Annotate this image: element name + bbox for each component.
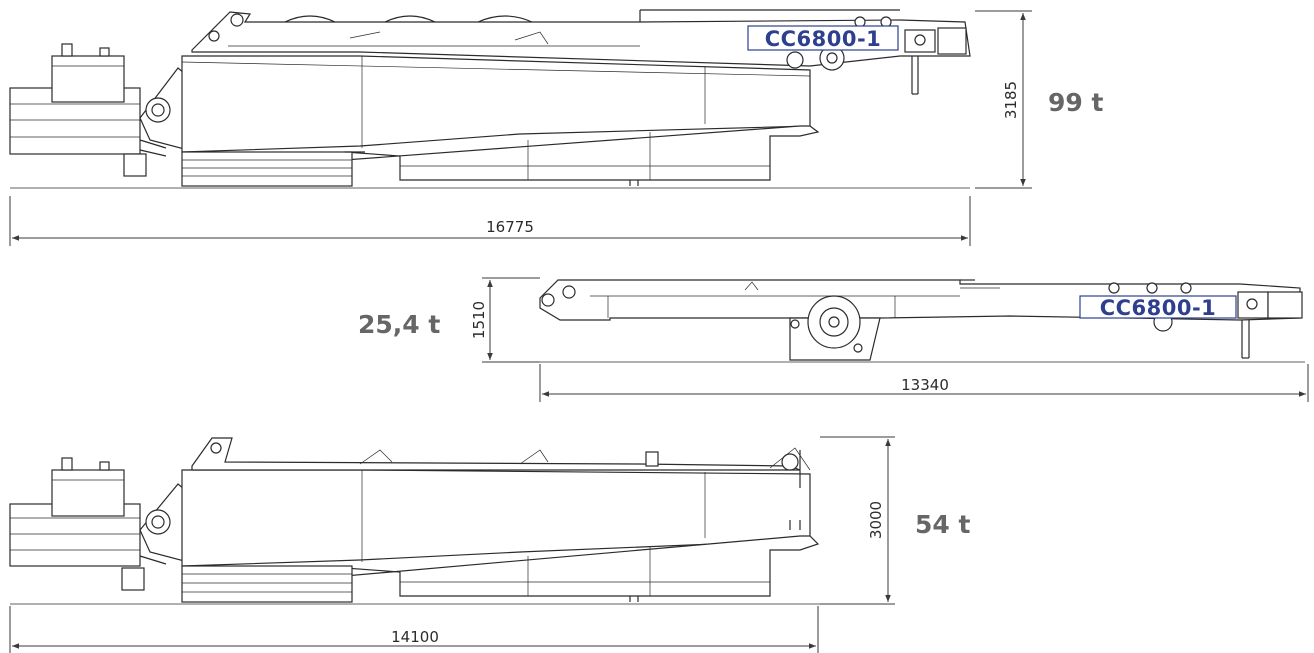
bottom-crawler-sill: [181, 565, 353, 603]
middle-length-dimension: 13340: [539, 364, 1309, 402]
bottom-weight-label: 54 t: [915, 510, 970, 539]
middle-weight-label: 25,4 t: [358, 310, 440, 339]
top-brand-plate: CC6800-1: [747, 25, 899, 51]
middle-brand-plate: CC6800-1: [1079, 295, 1237, 320]
middle-drawing: [539, 279, 1305, 363]
middle-height-label: 1510: [470, 301, 488, 339]
top-weight-label: 99 t: [1048, 88, 1103, 117]
top-lower-frame: [344, 125, 820, 181]
middle-height-dimension: 1510: [470, 277, 540, 363]
bottom-length-dimension: 14100: [9, 606, 819, 653]
top-crawler-sill: [181, 151, 353, 187]
bottom-drawing: [9, 437, 820, 605]
top-drawing: [9, 9, 971, 189]
bottom-engine-box: [51, 469, 125, 517]
top-carbody: [181, 55, 811, 153]
middle-brand-text: CC6800-1: [1100, 296, 1217, 320]
bottom-length-label: 14100: [391, 628, 439, 646]
top-brand-text: CC6800-1: [765, 27, 882, 51]
bottom-lower-frame: [344, 535, 820, 597]
top-height-dimension: 3185: [975, 10, 1032, 189]
bottom-carbody: [181, 469, 811, 567]
bottom-height-label: 3000: [867, 501, 885, 539]
bottom-height-dimension: 3000: [820, 436, 895, 605]
top-engine-box: [51, 55, 125, 103]
middle-length-label: 13340: [901, 376, 949, 394]
top-length-label: 16775: [486, 218, 534, 236]
top-length-dimension: 16775: [9, 196, 971, 246]
top-height-label: 3185: [1002, 81, 1020, 119]
bottom-top-plate: [191, 437, 801, 471]
